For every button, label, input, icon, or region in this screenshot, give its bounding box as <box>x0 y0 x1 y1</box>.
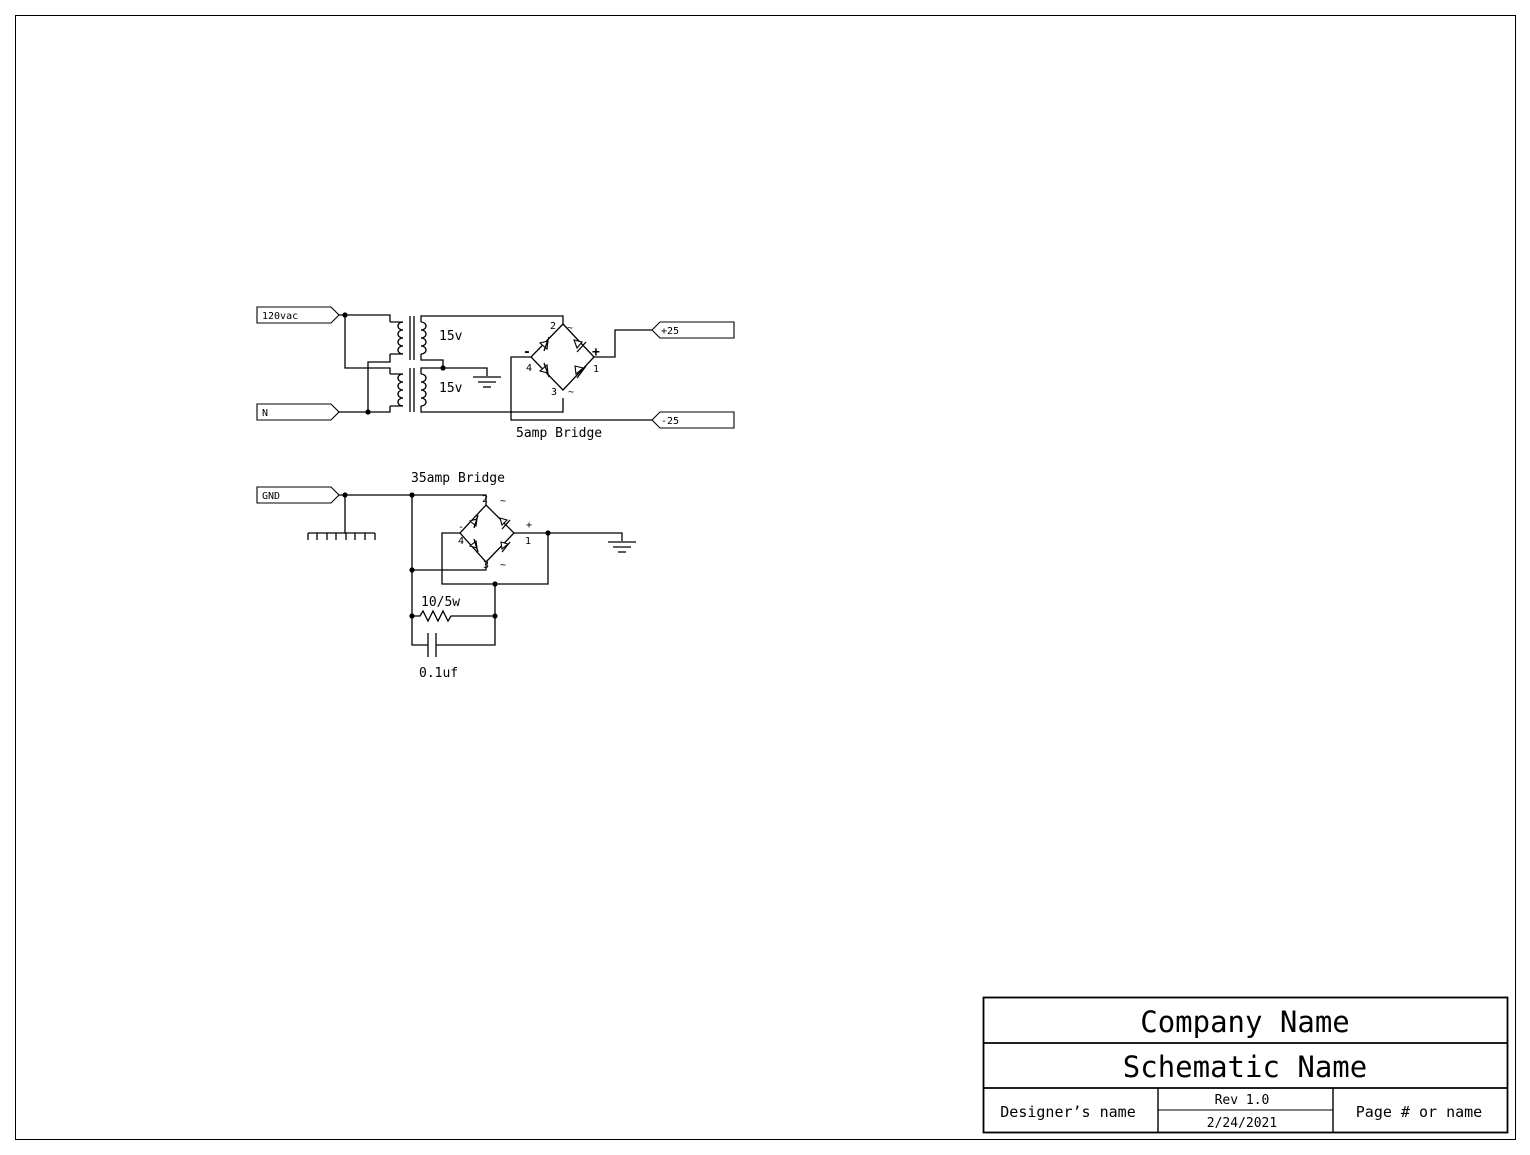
diode <box>573 339 587 353</box>
page-name: Page # or name <box>1356 1103 1482 1121</box>
bridge-pin-4: 4 <box>526 363 532 374</box>
plus-sign: + <box>592 345 600 360</box>
bridge-pin-3: 3 <box>551 387 557 398</box>
bridge-pin-1: 1 <box>525 536 531 547</box>
wire-bridge-to-ground <box>514 532 623 541</box>
primary-coil <box>397 373 404 407</box>
diode <box>538 336 550 352</box>
capacitor-value: 0.1uf <box>419 666 458 681</box>
bridge-5amp-label: 5amp Bridge <box>516 426 602 441</box>
sheet-border <box>15 15 1516 1140</box>
transformer-lower: 15v <box>390 368 463 412</box>
junction-dot <box>545 530 551 536</box>
title-block: Company Name Schematic Name Designer’s n… <box>982 996 1509 1134</box>
diode <box>538 362 550 378</box>
wire-ac-to-primary <box>339 314 391 322</box>
minus-sign: - <box>458 522 464 533</box>
wire-gnd-bus <box>411 495 424 646</box>
junction-dot <box>409 567 415 573</box>
wire-neutral-to-primary <box>339 406 391 413</box>
wire-neutral-to-upper-primary <box>367 354 391 412</box>
ground-symbol <box>473 376 501 388</box>
resistor: 10/5w <box>409 595 498 623</box>
secondary-voltage-lower: 15v <box>439 381 463 396</box>
wire-secondary-to-bridge-pin2 <box>420 315 564 324</box>
minus-sign: - <box>523 345 531 360</box>
diode <box>574 365 587 379</box>
ac-mark: ~ <box>568 387 574 398</box>
chassis-ground-symbol <box>307 532 376 540</box>
port-minus-25: -25 <box>651 411 735 429</box>
transformer-rectifier-circuit: 120vac N 15v 15v <box>256 306 735 441</box>
port-gnd: GND <box>256 486 340 504</box>
wire-center-tap <box>420 354 444 374</box>
bridge-35amp-label: 35amp Bridge <box>411 471 505 486</box>
revision: Rev 1.0 <box>1215 1093 1270 1108</box>
wire-negative-output <box>510 356 652 421</box>
junction-dot <box>342 312 348 318</box>
bridge-pin-2: 2 <box>550 321 556 332</box>
secondary-voltage-upper: 15v <box>439 329 463 344</box>
port-minus-25-label: -25 <box>661 416 679 427</box>
junction-dot <box>365 409 371 415</box>
port-gnd-label: GND <box>262 491 280 502</box>
wire-secondary-to-bridge-pin3 <box>420 398 564 413</box>
designer-name: Designer’s name <box>1000 1103 1135 1121</box>
wire-gnd-to-bridge <box>339 494 487 505</box>
secondary-coil <box>420 373 427 407</box>
diode <box>499 517 511 530</box>
bridge-rectifier-5amp: 2 ~ 4 - + 1 3 ~ 5amp Bridge <box>516 321 602 441</box>
wire-bridge-shunt <box>441 532 549 585</box>
diode <box>500 541 511 553</box>
transformer-upper: 15v <box>390 316 463 360</box>
bridge-pin-1: 1 <box>593 364 599 375</box>
capacitor: 0.1uf <box>419 633 458 681</box>
bridge-rectifier-35amp: 2 ~ - + 4 1 3 ~ 35amp Bridge <box>411 471 532 571</box>
port-plus-25-label: +25 <box>661 326 679 337</box>
port-120vac: 120vac <box>256 306 340 324</box>
wire-center-tap-to-ground <box>443 367 488 376</box>
port-neutral: N <box>256 403 340 421</box>
bridge-pin-2: 2 <box>482 494 488 505</box>
wire-rc-return <box>440 584 496 646</box>
diode <box>468 514 479 529</box>
plus-sign: + <box>526 520 532 531</box>
ac-mark: ~ <box>567 323 573 334</box>
date: 2/24/2021 <box>1207 1116 1277 1131</box>
ac-mark: ~ <box>500 496 506 507</box>
junction-dot <box>409 492 415 498</box>
bridge-pin-4: 4 <box>458 536 464 547</box>
schematic-name: Schematic Name <box>1123 1050 1367 1084</box>
ac-mark: ~ <box>500 560 506 571</box>
port-neutral-label: N <box>262 408 268 419</box>
wire-positive-output <box>594 329 652 358</box>
resistor-value: 10/5w <box>421 595 460 610</box>
port-plus-25: +25 <box>651 321 735 339</box>
junction-dot <box>492 581 498 587</box>
company-name: Company Name <box>1140 1005 1350 1039</box>
port-120vac-label: 120vac <box>262 311 298 322</box>
wire-bridge-pin3 <box>412 562 487 571</box>
ground-symbol <box>608 541 636 553</box>
ground-isolation-circuit: GND 2 ~ - + 4 1 <box>256 471 636 681</box>
secondary-coil <box>420 321 427 355</box>
primary-coil <box>397 321 404 355</box>
junction-dot <box>440 365 446 371</box>
diode <box>468 538 479 553</box>
